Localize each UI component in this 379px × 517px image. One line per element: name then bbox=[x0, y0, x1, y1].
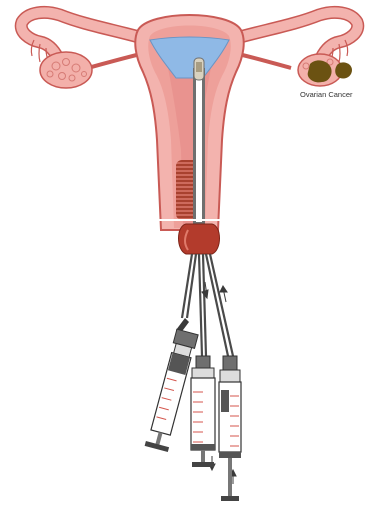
catheter bbox=[193, 58, 205, 224]
syringe-middle bbox=[191, 356, 215, 467]
left-ovary bbox=[40, 52, 92, 88]
cervical-balloon bbox=[179, 224, 220, 254]
ovarian-cancer-label: Ovarian Cancer bbox=[300, 90, 378, 99]
syringe-right bbox=[219, 356, 241, 501]
